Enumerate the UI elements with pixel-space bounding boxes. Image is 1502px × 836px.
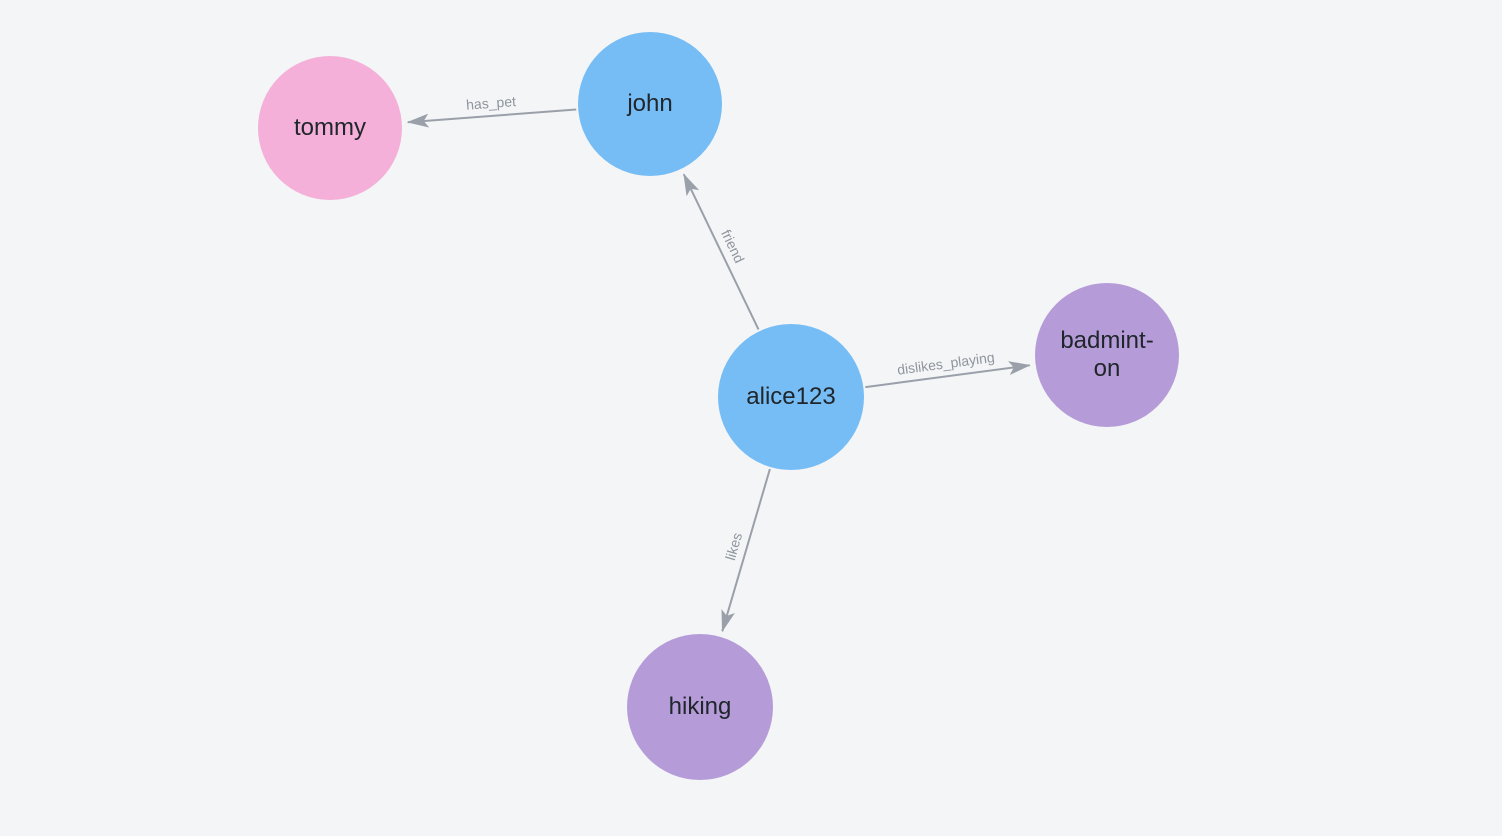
graph-node-badminton[interactable]: badmint-on xyxy=(1035,283,1179,427)
node-caption-line: hiking xyxy=(668,692,732,720)
node-caption-line: badmint- xyxy=(1060,326,1154,354)
graph-edge-john-tommy[interactable]: has_pet xyxy=(406,93,577,128)
graph-node-tommy[interactable]: tommy xyxy=(258,56,402,200)
node-caption-line: on xyxy=(1093,355,1121,382)
graph-node-hiking[interactable]: hiking xyxy=(627,634,773,780)
edge-label: dislikes_playing xyxy=(896,349,995,378)
edge-label: friend xyxy=(718,227,748,266)
node-caption-line: john xyxy=(627,89,673,117)
graph-edge-alice123-hiking[interactable]: likes xyxy=(721,468,771,633)
edge-line xyxy=(721,468,771,633)
node-caption-line: alice123 xyxy=(746,382,836,410)
edge-line xyxy=(682,173,760,330)
edge-label: likes xyxy=(722,531,745,562)
edge-line xyxy=(865,361,1031,389)
graph-node-alice123[interactable]: alice123 xyxy=(718,324,864,470)
graph-edge-alice123-john[interactable]: friend xyxy=(682,173,760,330)
graph-node-john[interactable]: john xyxy=(578,32,722,176)
node-caption-line: tommy xyxy=(294,113,366,141)
edge-line xyxy=(406,108,577,128)
graph-edge-alice123-badminton[interactable]: dislikes_playing xyxy=(865,349,1031,389)
edge-label: has_pet xyxy=(466,93,517,113)
